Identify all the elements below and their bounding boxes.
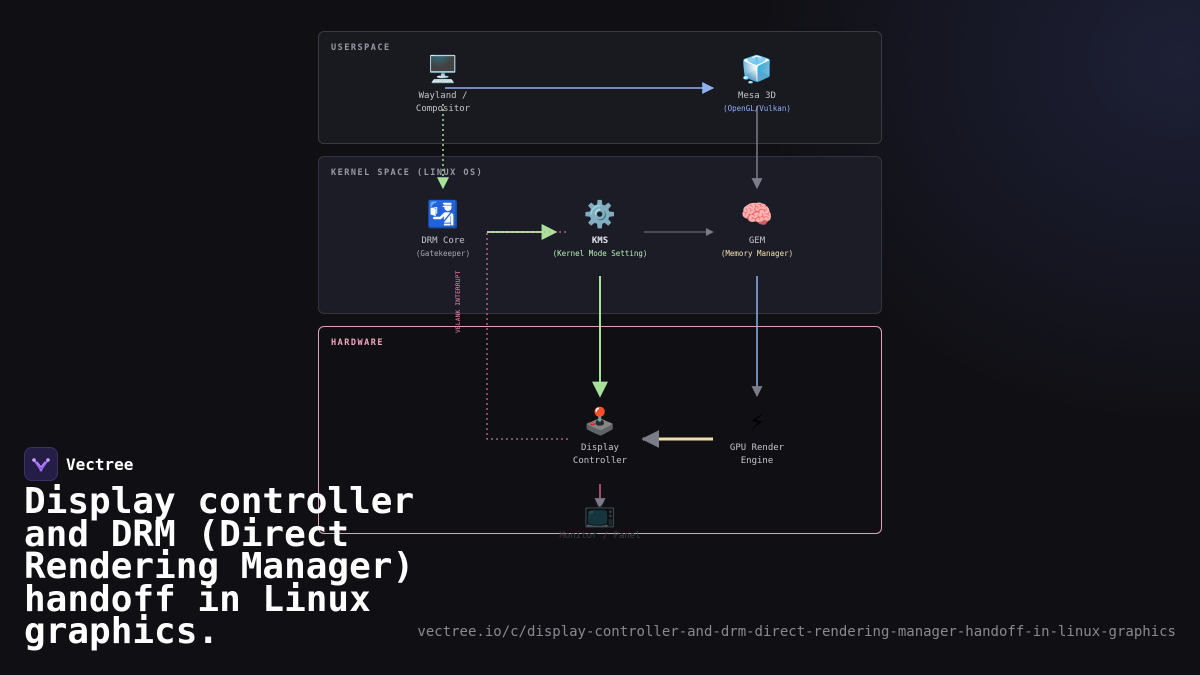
passport-control-icon: 🛂 bbox=[426, 200, 460, 230]
joystick-icon: 🕹️ bbox=[583, 407, 617, 437]
page-title: Display controller and DRM (Direct Rende… bbox=[24, 481, 415, 652]
ice-cube-icon: 🧊 bbox=[740, 55, 774, 85]
wayland-compositor-node: 🖥️ Wayland / Compositor bbox=[353, 54, 533, 116]
monitor-title: Monitor / Panel bbox=[559, 531, 641, 541]
vectree-logo-icon bbox=[24, 447, 58, 481]
kms-subtitle: (Kernel Mode Setting) bbox=[552, 249, 648, 258]
lightning-icon: ⚡ bbox=[749, 407, 765, 437]
drm-subtitle: (Gatekeeper) bbox=[415, 249, 471, 258]
gem-node: 🧠 GEM (Memory Manager) bbox=[667, 199, 847, 260]
wire-vblank-interrupt bbox=[486, 231, 568, 440]
hardware-label: HARDWARE bbox=[331, 338, 384, 348]
wayland-title-line-2: Compositor bbox=[415, 104, 471, 114]
brand[interactable]: Vectree bbox=[24, 447, 133, 481]
gear-icon: ⚙️ bbox=[583, 200, 617, 230]
brand-name: Vectree bbox=[66, 454, 134, 474]
drm-core-node: 🛂 DRM Core (Gatekeeper) bbox=[353, 199, 533, 260]
gpu-title-line-1: GPU Render bbox=[729, 443, 785, 453]
display-title-line-1: Display bbox=[581, 443, 619, 453]
kms-node: ⚙️ KMS (Kernel Mode Setting) bbox=[510, 199, 690, 260]
kernel-space-label: KERNEL SPACE (LINUX OS) bbox=[331, 168, 484, 178]
display-controller-node: 🕹️ Display Controller bbox=[510, 406, 690, 468]
mesa-3d-node: 🧊 Mesa 3D (OpenGL/Vulkan) bbox=[667, 54, 847, 115]
mesa-title: Mesa 3D bbox=[738, 91, 776, 101]
wayland-title-line-1: Wayland / bbox=[418, 91, 468, 101]
userspace-label: USERSPACE bbox=[331, 43, 391, 53]
mesa-subtitle: (OpenGL/Vulkan) bbox=[723, 104, 791, 113]
brain-icon: 🧠 bbox=[740, 200, 774, 230]
gpu-title-line-2: Engine bbox=[740, 456, 774, 466]
gem-title: GEM bbox=[748, 236, 766, 246]
monitor-panel-node: 📺 Monitor / Panel bbox=[510, 498, 690, 543]
gpu-render-engine-node: ⚡ GPU Render Engine bbox=[667, 406, 847, 468]
vblank-interrupt-label: VBLANK INTERRUPT bbox=[455, 270, 462, 333]
display-title-line-2: Controller bbox=[572, 456, 628, 466]
gem-subtitle: (Memory Manager) bbox=[720, 249, 794, 258]
drm-title: DRM Core bbox=[421, 236, 465, 246]
kms-title: KMS bbox=[591, 236, 609, 246]
source-url[interactable]: vectree.io/c/display-controller-and-drm-… bbox=[417, 624, 1176, 640]
television-icon: 📺 bbox=[583, 499, 617, 529]
monitor-icon: 🖥️ bbox=[426, 55, 460, 85]
